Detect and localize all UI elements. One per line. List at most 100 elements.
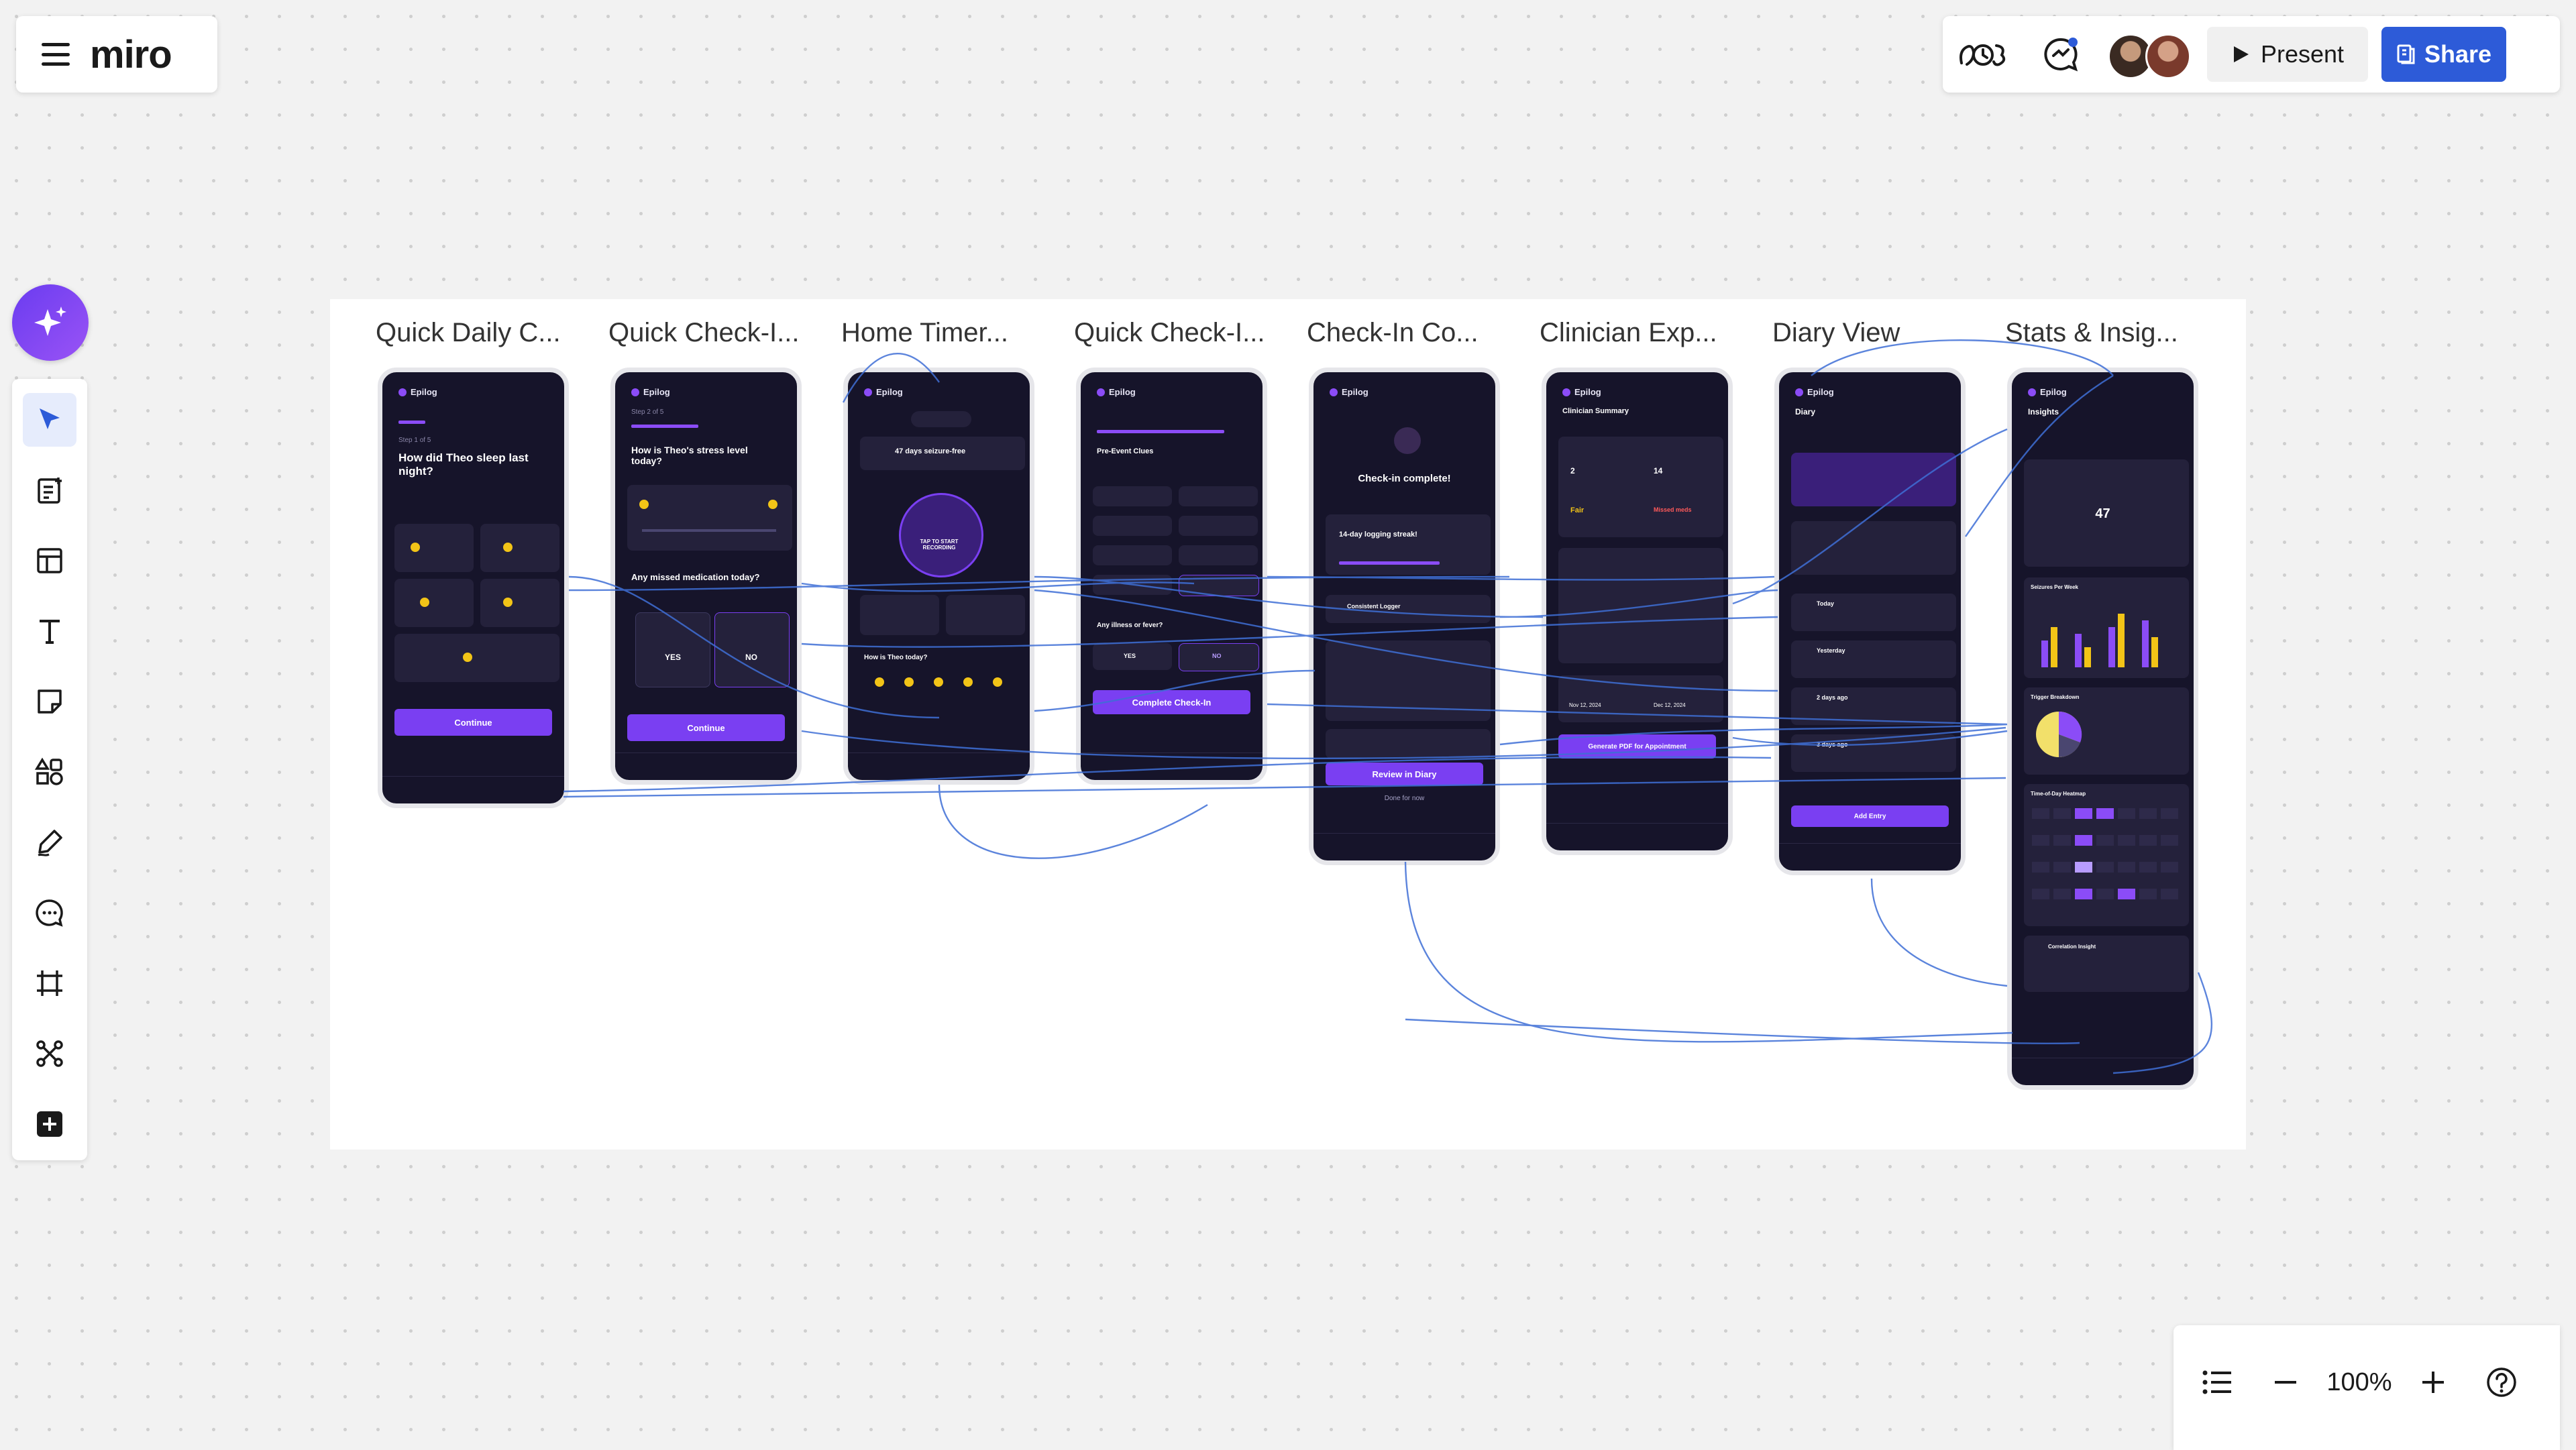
zoom-controls: 100% xyxy=(2174,1325,2560,1450)
select-tool[interactable] xyxy=(12,384,87,455)
shapes-icon xyxy=(34,757,63,785)
share-board-icon xyxy=(2397,44,2415,64)
clue-chip[interactable] xyxy=(1179,516,1258,536)
yes-option[interactable] xyxy=(635,612,710,687)
option-card[interactable] xyxy=(394,579,474,627)
stress-slider-card[interactable] xyxy=(627,485,792,551)
help-button[interactable] xyxy=(2471,1352,2532,1412)
mood-emoji-icon[interactable] xyxy=(963,677,973,687)
clue-chip[interactable] xyxy=(1093,545,1172,565)
add-entry-button[interactable]: Add Entry xyxy=(1791,805,1949,827)
ai-assistant-button[interactable] xyxy=(12,284,89,361)
chat-icon[interactable] xyxy=(2034,27,2088,81)
screen-title: Pre-Event Clues xyxy=(1097,447,1154,455)
share-button[interactable]: Share xyxy=(2381,27,2506,82)
shapes-tool[interactable] xyxy=(12,736,87,807)
mindmap-tool[interactable] xyxy=(12,1018,87,1089)
app-logo: Epilog xyxy=(1097,387,1136,397)
frame-title[interactable]: Stats & Insig... xyxy=(2005,318,2178,347)
frame-tool[interactable] xyxy=(12,948,87,1018)
reactions-icon[interactable] xyxy=(1956,27,2010,81)
emoji-icon xyxy=(639,500,649,509)
menu-icon[interactable] xyxy=(42,43,70,66)
screen-home-timer[interactable]: Epilog 47 days seizure-free TAP TO START… xyxy=(843,368,1034,785)
stress-slider[interactable] xyxy=(642,529,776,532)
option-card[interactable] xyxy=(394,634,559,682)
quick-card[interactable] xyxy=(946,595,1025,635)
continue-button[interactable]: Continue xyxy=(627,714,785,741)
frame-title[interactable]: Home Timer... xyxy=(841,318,1008,347)
diary-entry[interactable] xyxy=(1791,594,1956,631)
frame-title[interactable]: Quick Check-I... xyxy=(1074,318,1265,347)
complete-check-in-button[interactable]: Complete Check-In xyxy=(1093,690,1250,714)
timer-label: TAP TO START RECORDING xyxy=(920,539,959,551)
profile-switcher[interactable] xyxy=(911,411,971,427)
medication-question: Any missed medication today? xyxy=(631,572,760,582)
review-in-diary-button[interactable]: Review in Diary xyxy=(1326,763,1483,785)
stat-value: Missed meds xyxy=(1654,506,1692,513)
zoom-in-button[interactable] xyxy=(2403,1352,2463,1412)
mood-emoji-icon[interactable] xyxy=(934,677,943,687)
option-card[interactable] xyxy=(480,579,559,627)
diary-entry[interactable] xyxy=(1791,640,1956,678)
screen-pre-event-clues[interactable]: Epilog Pre-Event Clues Any illness or fe… xyxy=(1076,368,1267,785)
pen-tool[interactable] xyxy=(12,807,87,877)
step-label: Step 2 of 5 xyxy=(631,408,664,416)
clue-chip[interactable] xyxy=(1093,516,1172,536)
yes-option[interactable] xyxy=(1093,643,1172,670)
report-options-card[interactable] xyxy=(1558,548,1723,663)
screen-clinician-summary[interactable]: Epilog Clinician Summary 2 14 Fair Misse… xyxy=(1542,368,1733,855)
trigger-pie-chart xyxy=(2036,711,2082,758)
screen-title: How is Theo's stress level today? xyxy=(631,445,748,466)
quick-card[interactable] xyxy=(860,595,939,635)
clue-chip[interactable] xyxy=(1179,545,1258,565)
record-timer-button[interactable] xyxy=(899,493,983,577)
sticky-note-tool[interactable] xyxy=(12,666,87,736)
screen-insights[interactable]: Epilog Insights 47 Seizures Per Week Tri… xyxy=(2007,368,2198,1090)
mood-emoji-icon[interactable] xyxy=(904,677,914,687)
frame-title[interactable]: Quick Check-I... xyxy=(608,318,800,347)
clue-chip[interactable] xyxy=(1093,486,1172,506)
mood-emoji-icon[interactable] xyxy=(875,677,884,687)
frame-title[interactable]: Diary View xyxy=(1772,318,1900,347)
bottom-nav xyxy=(1546,823,1728,850)
screen-title: Diary xyxy=(1795,407,1816,416)
insight-banner[interactable] xyxy=(1791,453,1956,506)
zoom-out-button[interactable] xyxy=(2255,1352,2316,1412)
frame-title[interactable]: Quick Daily C... xyxy=(376,318,561,347)
list-view-button[interactable] xyxy=(2187,1352,2247,1412)
text-tool[interactable] xyxy=(12,596,87,666)
emoji-icon xyxy=(463,653,472,662)
present-label: Present xyxy=(2260,40,2345,68)
stat-value: 14 xyxy=(1654,466,1663,476)
continue-button[interactable]: Continue xyxy=(394,709,552,736)
avatar[interactable] xyxy=(2145,34,2191,79)
end-date[interactable]: Dec 12, 2024 xyxy=(1654,702,1686,708)
start-date[interactable]: Nov 12, 2024 xyxy=(1569,702,1601,708)
bottom-nav xyxy=(2012,1058,2194,1085)
clue-chip[interactable] xyxy=(1179,486,1258,506)
no-option[interactable] xyxy=(1179,643,1259,671)
option-card[interactable] xyxy=(480,524,559,572)
calendar-strip[interactable] xyxy=(1791,521,1956,575)
comment-tool[interactable] xyxy=(12,877,87,948)
done-button[interactable]: Done for now xyxy=(1384,795,1425,802)
screen-quick-daily[interactable]: Epilog Step 1 of 5 How did Theo sleep la… xyxy=(378,368,569,808)
notes-tool[interactable] xyxy=(12,455,87,525)
frame-title[interactable]: Clinician Exp... xyxy=(1540,318,1717,347)
add-more-tool[interactable] xyxy=(12,1089,87,1159)
mood-emoji-icon[interactable] xyxy=(993,677,1002,687)
zoom-level[interactable]: 100% xyxy=(2326,1368,2392,1396)
streak-card xyxy=(2024,459,2189,567)
generate-pdf-button[interactable]: Generate PDF for Appointment xyxy=(1558,734,1716,759)
no-option[interactable] xyxy=(714,612,790,687)
frame-title[interactable]: Check-In Co... xyxy=(1307,318,1479,347)
present-button[interactable]: Present xyxy=(2207,27,2368,82)
screen-stress-check[interactable]: Epilog Step 2 of 5 How is Theo's stress … xyxy=(610,368,802,785)
option-card[interactable] xyxy=(394,524,474,572)
collaborators[interactable] xyxy=(2108,27,2196,81)
templates-tool[interactable] xyxy=(12,525,87,596)
streak-card xyxy=(1326,514,1491,575)
streak-label: 14-day logging streak! xyxy=(1339,531,1417,539)
app-logo: Epilog xyxy=(1330,387,1368,397)
